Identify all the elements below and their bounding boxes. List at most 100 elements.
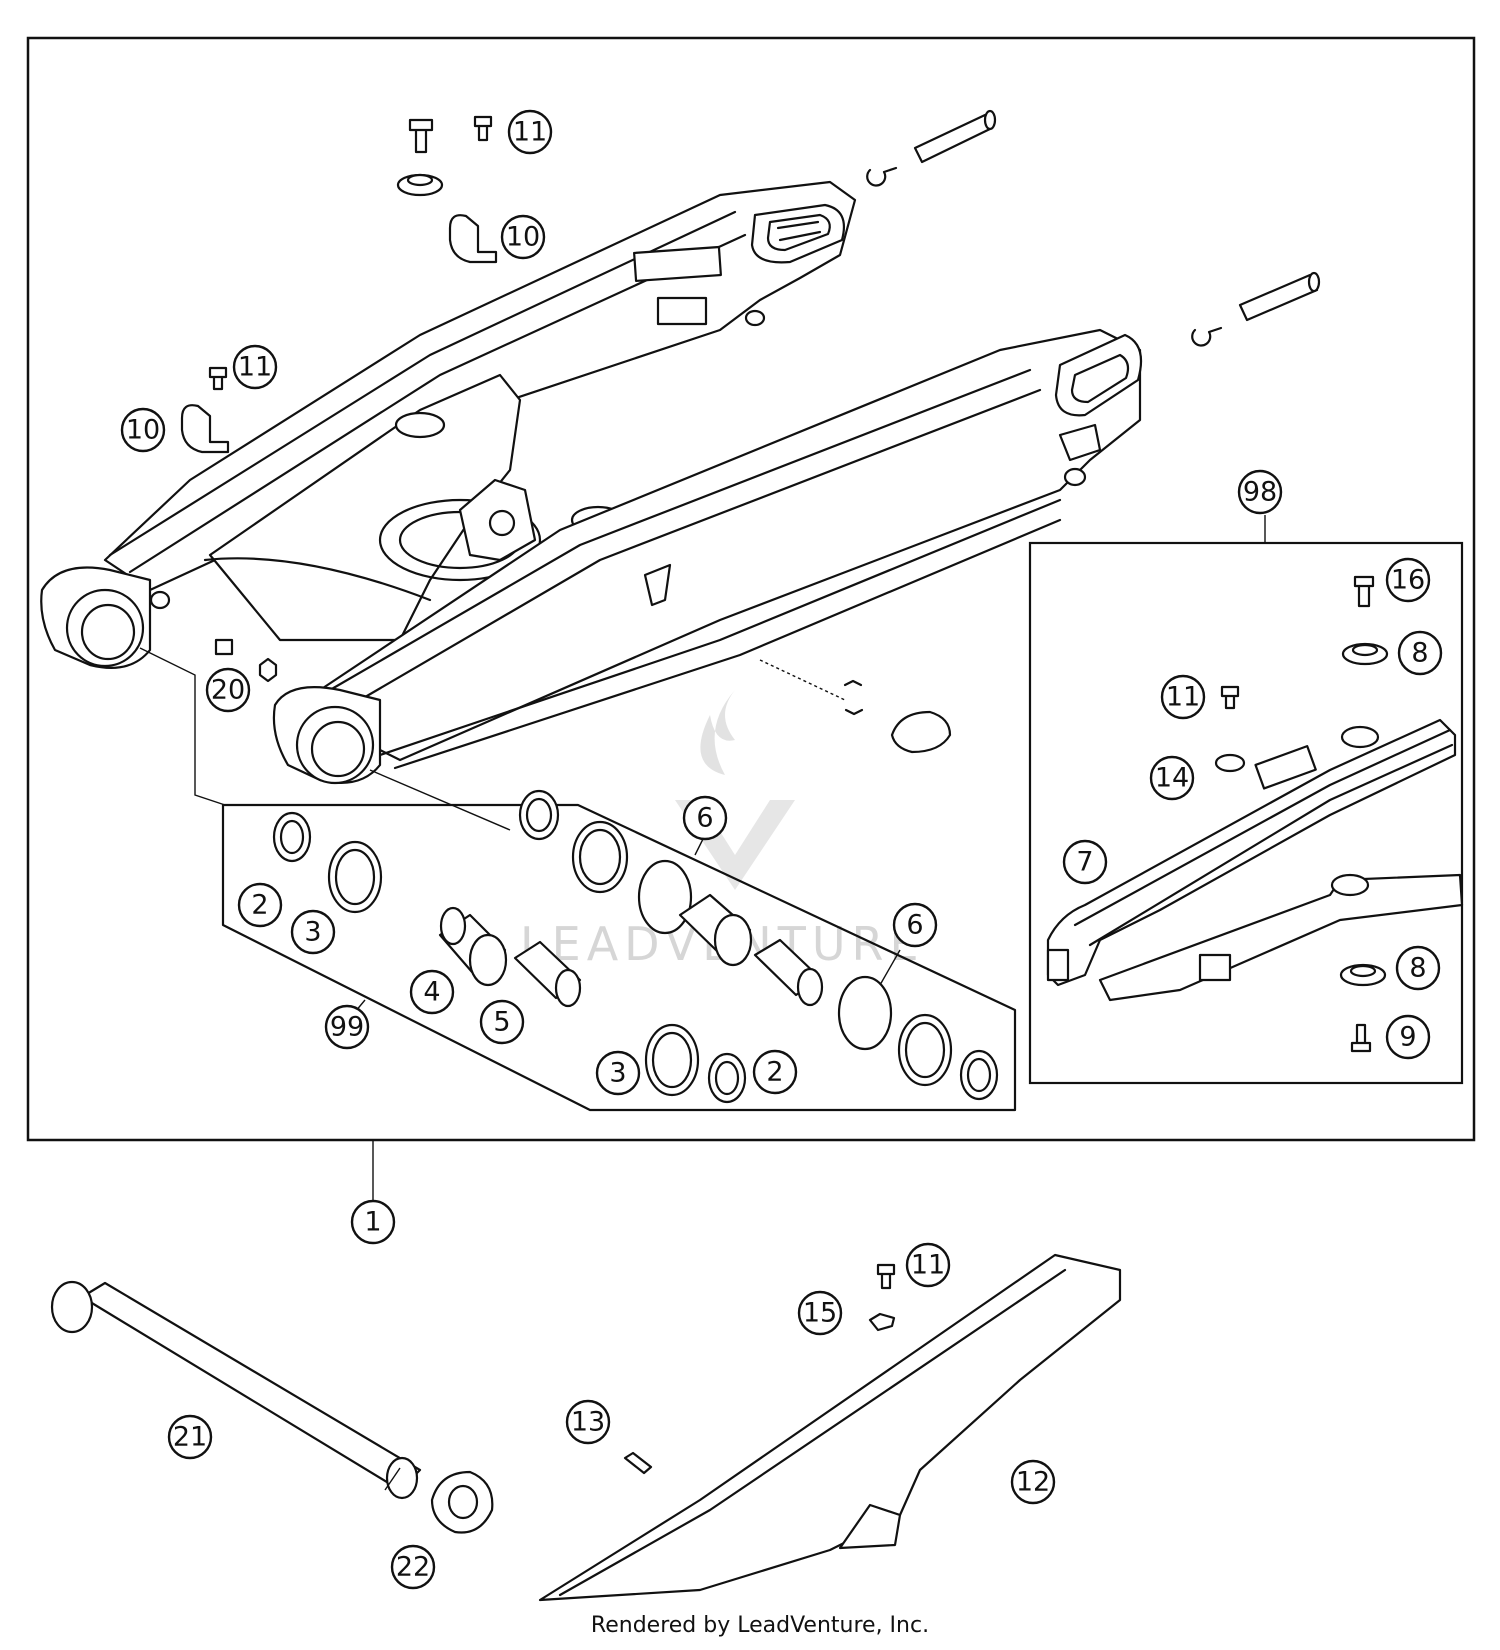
seal-2-left-inner [279,819,305,855]
axle-adjusters [866,109,1321,347]
upper-arm-plate [633,245,722,282]
callout-14: 14 [1149,755,1195,801]
lower-arm-tab [643,563,672,607]
callout-15-label: 15 [803,1298,837,1329]
cap-8-bottom-inner [1349,964,1377,978]
callout-10b-label: 10 [126,415,160,446]
bearing-3-left-inner [334,848,376,906]
chain-guard-window [838,1503,902,1550]
callout-11d-label: 11 [911,1250,945,1281]
callout-11a: 11 [507,109,553,155]
grommet-small [843,679,864,716]
adjuster-pin-lower-end [1307,271,1321,293]
callout-10a-label: 10 [506,222,540,253]
lower-arm-edge-4 [393,518,1062,770]
callout-6b-label: 6 [906,910,923,941]
callout-6a-label: 6 [696,803,713,834]
leader-lines-upper [139,647,846,831]
slider-edge-2 [1088,743,1454,947]
slider-end-block [1046,948,1070,982]
callout-12: 12 [1010,1459,1056,1505]
screw-16 [1353,575,1375,608]
callout-1: 1 [350,1199,396,1245]
rubber-cap-top [406,173,434,187]
callout-6b: 6 [892,902,938,948]
slider-tab [1254,745,1317,790]
seal-2-right-top-inner [525,797,553,833]
chain-slider-7 [1046,718,1457,987]
callout-3b-label: 3 [609,1058,626,1089]
upper-arm-label [656,296,708,326]
screw-13 [623,1451,653,1475]
axle-nut-hole [447,1484,479,1520]
callout-3b: 3 [595,1050,641,1096]
nut-20a [214,638,234,656]
callout-11c-label: 11 [1166,682,1200,713]
upper-arm-edge-2 [128,233,747,574]
sleeve-5-left-end [554,968,582,1008]
callout-9: 9 [1385,1014,1431,1060]
callout-5: 5 [479,999,525,1045]
callout-11d: 11 [905,1242,951,1288]
slider-edge-1 [1073,728,1452,927]
lower-arm-bracket [1058,423,1102,462]
ktm-badge [890,710,952,754]
leader-badge [759,659,846,701]
callout-21-label: 21 [173,1422,207,1453]
callout-9-label: 9 [1399,1022,1416,1053]
callout-11b-label: 11 [238,352,272,383]
left-pivot-bore [80,603,136,661]
kit-99-outline [221,803,1017,1112]
sleeve-5-right-end [796,967,824,1007]
screw-9 [1350,1023,1372,1053]
callout-21: 21 [167,1414,213,1460]
slider-lower-boss [1330,873,1370,897]
callout-11b: 11 [232,344,278,390]
adjuster-pin-lower [1238,273,1319,322]
seal-2-far-inner [966,1057,992,1093]
callout-11c: 11 [1160,674,1206,720]
callout-8b: 8 [1395,945,1441,991]
upper-arm-lug [744,309,766,327]
seal-2-bottom-inner [714,1060,740,1096]
nut-20b [258,657,278,683]
callout-14-label: 14 [1155,763,1189,794]
callout-12-label: 12 [1016,1467,1050,1498]
lower-arm-lug [1063,467,1087,487]
swingarm-lower-arm [318,328,1142,762]
screw-11-guard [876,1263,896,1290]
leader-6b [879,949,901,986]
screw-top [408,118,434,154]
swingarm-drawing [40,180,1143,785]
cross-member-edge [203,557,432,602]
callout-16-label: 16 [1391,565,1425,596]
callout-4-label: 4 [423,977,440,1008]
bearing-3-bottom-inner [651,1031,693,1089]
callout-6a: 6 [682,795,728,841]
callout-98-label: 98 [1243,477,1277,508]
callout-2b-label: 2 [766,1057,783,1088]
leader-pivot-right [369,769,511,831]
callout-10b: 10 [120,407,166,453]
washer-6-b [837,975,893,1051]
callout-20: 20 [205,667,251,713]
cross-member-cap [394,411,446,439]
axle-thread-end [385,1456,419,1500]
bottom-parts [50,1253,1122,1602]
washer-15 [868,1312,896,1332]
callout-99-label: 99 [330,1012,364,1043]
adjuster-clip-lower [1191,326,1223,347]
callout-16: 16 [1385,557,1431,603]
footer-credit: Rendered by LeadVenture, Inc. [591,1613,929,1638]
callout-11a-label: 11 [513,117,547,148]
callout-3a: 3 [290,909,336,955]
callout-22-label: 22 [396,1552,430,1583]
washer-6-a [637,859,693,935]
cross-member-dish [378,498,542,582]
upper-slot-lines [776,220,822,242]
clamp-10-mid [180,404,230,454]
callout-3a-label: 3 [304,917,321,948]
right-pivot-bore [310,720,366,778]
callout-4: 4 [409,969,455,1015]
sleeve-4-right-front [713,913,753,967]
